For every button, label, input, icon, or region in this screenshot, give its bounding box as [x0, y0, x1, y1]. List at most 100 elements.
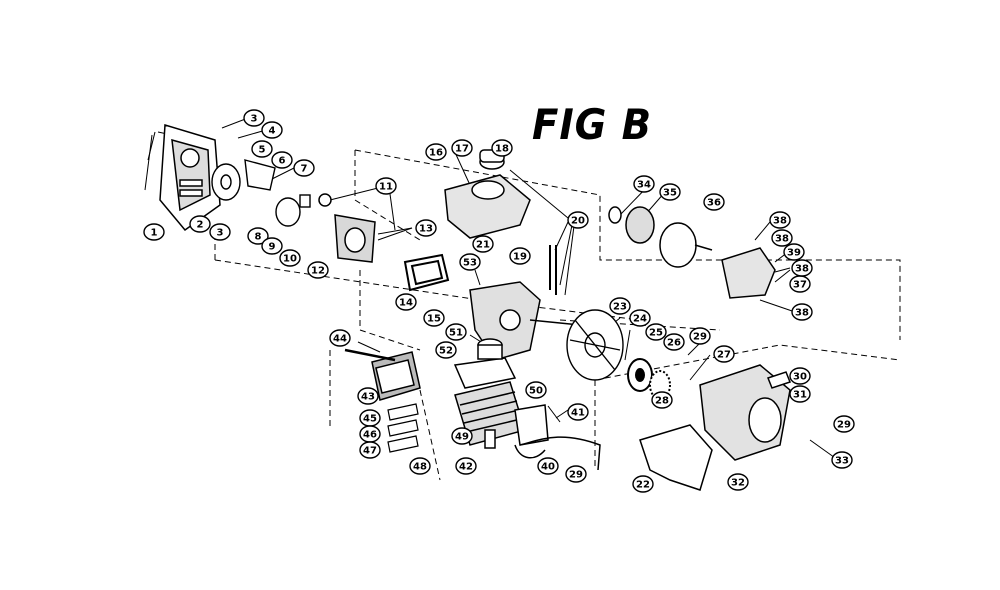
callout-number: 21	[476, 240, 490, 251]
callout-number: 29	[837, 420, 851, 431]
callout-circle	[609, 297, 631, 315]
callout-38: 38	[791, 303, 813, 321]
callout-circle	[789, 385, 811, 403]
callout-number: 25	[649, 328, 663, 339]
callout-number: 23	[613, 302, 627, 313]
callout-23: 23	[609, 297, 631, 315]
callout-circle	[247, 227, 269, 245]
callout-number: 32	[731, 478, 745, 489]
callout-39: 39	[783, 243, 805, 261]
callout-circle	[651, 391, 673, 409]
callout-37: 37	[789, 275, 811, 293]
callout-circle	[703, 193, 725, 211]
callout-circle	[791, 303, 813, 321]
callout-number: 29	[693, 332, 707, 343]
part-handle-bracket	[639, 424, 713, 491]
callout-circle	[789, 367, 811, 385]
callout-circle	[445, 323, 467, 341]
callout-circle	[567, 403, 589, 421]
callout-number: 34	[637, 180, 651, 191]
callout-circle	[491, 139, 513, 157]
callout-circle	[633, 175, 655, 193]
callout-circle	[472, 235, 494, 253]
callout-circle	[251, 140, 273, 158]
callout-13: 13	[415, 219, 437, 237]
callout-circle	[713, 345, 735, 363]
callout-26: 26	[663, 333, 685, 351]
part-fuel-tank	[444, 149, 531, 239]
callout-number: 45	[363, 414, 377, 425]
callout-number: 43	[361, 392, 375, 403]
callout-3: 3	[209, 223, 231, 241]
callout-number: 4	[269, 126, 276, 137]
callout-number: 38	[795, 308, 809, 319]
callout-number: 53	[463, 258, 477, 269]
callout-number: 18	[495, 144, 509, 155]
callout-circle	[415, 219, 437, 237]
callout-circle	[359, 441, 381, 459]
callout-circle	[525, 381, 547, 399]
callout-number: 26	[667, 338, 681, 349]
callout-43: 43	[357, 387, 379, 405]
callout-circle	[307, 261, 329, 279]
callout-10: 10	[279, 249, 301, 267]
callout-44: 44	[329, 329, 351, 347]
callout-11: 11	[375, 177, 397, 195]
callout-36: 36	[703, 193, 725, 211]
callout-circle	[279, 249, 301, 267]
callout-number: 44	[333, 334, 347, 345]
callout-number: 29	[569, 470, 583, 481]
callout-number: 16	[429, 148, 443, 159]
callout-circle	[143, 223, 165, 241]
callout-18: 18	[491, 139, 513, 157]
callout-number: 3	[251, 114, 258, 125]
callout-circle	[455, 457, 477, 475]
callout-19: 19	[509, 247, 531, 265]
callout-circle	[209, 223, 231, 241]
callout-circle	[632, 475, 654, 493]
part-piston	[477, 338, 503, 360]
callout-number: 50	[529, 386, 543, 397]
callout-12: 12	[307, 261, 329, 279]
callout-22: 22	[632, 475, 654, 493]
part-gasket	[403, 253, 450, 292]
callout-circle	[831, 451, 853, 469]
callout-circle	[663, 333, 685, 351]
callout-circle	[565, 465, 587, 483]
callout-number: 42	[459, 462, 473, 473]
callout-24: 24	[629, 309, 651, 327]
part-muffler	[344, 348, 421, 401]
callout-circle	[451, 427, 473, 445]
callout-number: 38	[775, 234, 789, 245]
callout-circle	[689, 327, 711, 345]
callout-circle	[293, 159, 315, 177]
callout-number: 41	[571, 408, 585, 419]
callout-number: 8	[255, 232, 262, 243]
callout-number: 46	[363, 430, 377, 441]
callout-number: 51	[449, 328, 463, 339]
callout-number: 27	[717, 350, 731, 361]
callout-circle	[261, 237, 283, 255]
callout-circle	[451, 139, 473, 157]
callout-number: 13	[419, 224, 433, 235]
callout-circle	[645, 323, 667, 341]
callout-41: 41	[567, 403, 589, 421]
callout-circle	[537, 457, 559, 475]
callout-number: 17	[455, 144, 469, 155]
callout-circle	[833, 415, 855, 433]
callout-number: 40	[541, 462, 555, 473]
callout-35: 35	[659, 183, 681, 201]
part-ignition-coil	[514, 404, 549, 459]
callout-29: 29	[565, 465, 587, 483]
callout-48: 48	[409, 457, 431, 475]
callout-circle	[769, 211, 791, 229]
callout-circle	[783, 243, 805, 261]
callout-number: 20	[571, 216, 585, 227]
callout-52: 52	[435, 341, 457, 359]
callout-circle	[395, 293, 417, 311]
part-starter-pulley	[211, 159, 311, 227]
callout-number: 19	[513, 252, 527, 263]
callout-circle	[659, 183, 681, 201]
callout-33: 33	[831, 451, 853, 469]
